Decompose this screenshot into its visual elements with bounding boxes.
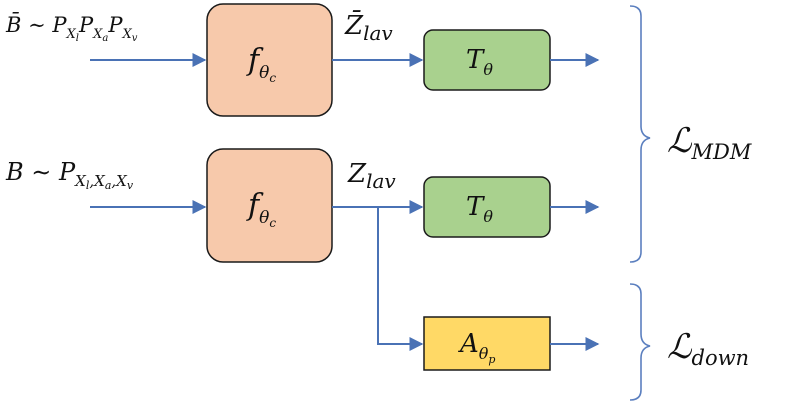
bottom-input-label: B ∼ PXl,Xa,Xv <box>5 158 134 192</box>
bottom-encoder-box <box>206 148 333 263</box>
top-latent-label: Z̄lav <box>344 9 393 45</box>
bottom-row: B ∼ PXl,Xa,Xv fθc Zlav Tθ Aθp <box>5 148 600 371</box>
bottom-latent-label: Zlav <box>347 159 396 193</box>
downstream-box <box>423 316 551 371</box>
mdm-bracket <box>629 5 651 263</box>
top-row: B̄ ∼ PXlPXaPXv fθc Z̄lav Tθ <box>5 3 600 117</box>
top-encoder-box <box>206 3 333 117</box>
top-input-label: B̄ ∼ PXlPXaPXv <box>5 12 138 44</box>
bottom-head-label: Tθ <box>466 192 493 226</box>
loss-brackets: ℒMDM ℒdown <box>629 5 752 401</box>
top-head-label: Tθ <box>466 45 493 79</box>
downstream-label: Aθp <box>458 329 495 366</box>
mdm-loss-label: ℒMDM <box>667 121 752 164</box>
bottom-branch-arrow <box>377 207 424 351</box>
down-bracket <box>629 283 651 401</box>
down-loss-label: ℒdown <box>667 327 749 370</box>
